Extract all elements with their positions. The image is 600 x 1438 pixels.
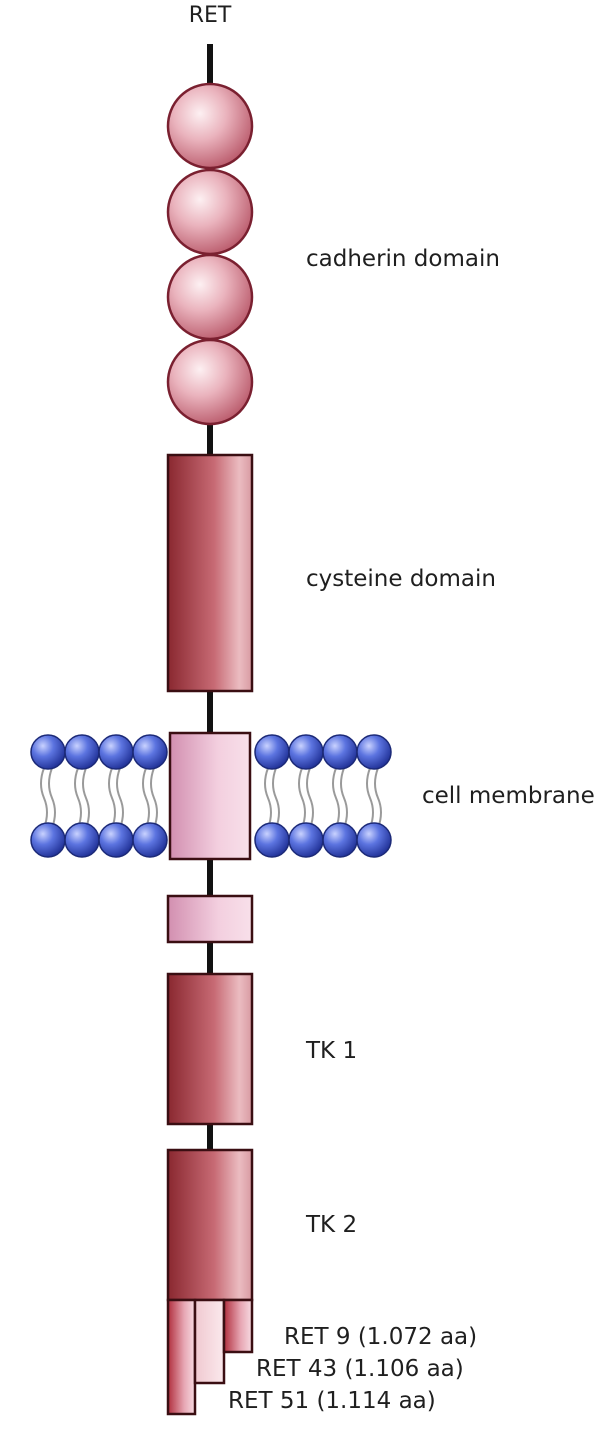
cadherin-domain-label: cadherin domain xyxy=(306,246,500,272)
transmembrane-domain xyxy=(168,731,252,861)
ret43-label: RET 43 (1.106 aa) xyxy=(256,1356,464,1382)
diagram-title: RET xyxy=(189,3,232,28)
tk2-label: TK 2 xyxy=(305,1212,357,1238)
lipid-heads xyxy=(30,734,392,858)
cadherin-sphere xyxy=(166,168,254,256)
ret43-tail xyxy=(193,1298,226,1385)
ret51-tail xyxy=(166,1298,197,1416)
tk2-domain xyxy=(166,1148,254,1302)
cadherin-sphere xyxy=(166,82,254,170)
isoform-tails xyxy=(166,1298,254,1416)
tk1-domain xyxy=(166,972,254,1126)
cadherin-sphere xyxy=(166,253,254,341)
tk1-label: TK 1 xyxy=(305,1038,357,1064)
ret9-label: RET 9 (1.072 aa) xyxy=(284,1324,477,1350)
ret9-tail xyxy=(222,1298,254,1354)
lipid-bilayer xyxy=(40,767,382,829)
cadherin-sphere xyxy=(166,338,254,426)
ret51-label: RET 51 (1.114 aa) xyxy=(228,1388,436,1414)
cysteine-domain xyxy=(166,453,254,693)
cadherin-domain xyxy=(166,82,254,426)
cysteine-domain-label: cysteine domain xyxy=(306,566,496,592)
juxtamembrane-domain xyxy=(166,894,254,944)
cell-membrane-label: cell membrane xyxy=(422,783,595,809)
